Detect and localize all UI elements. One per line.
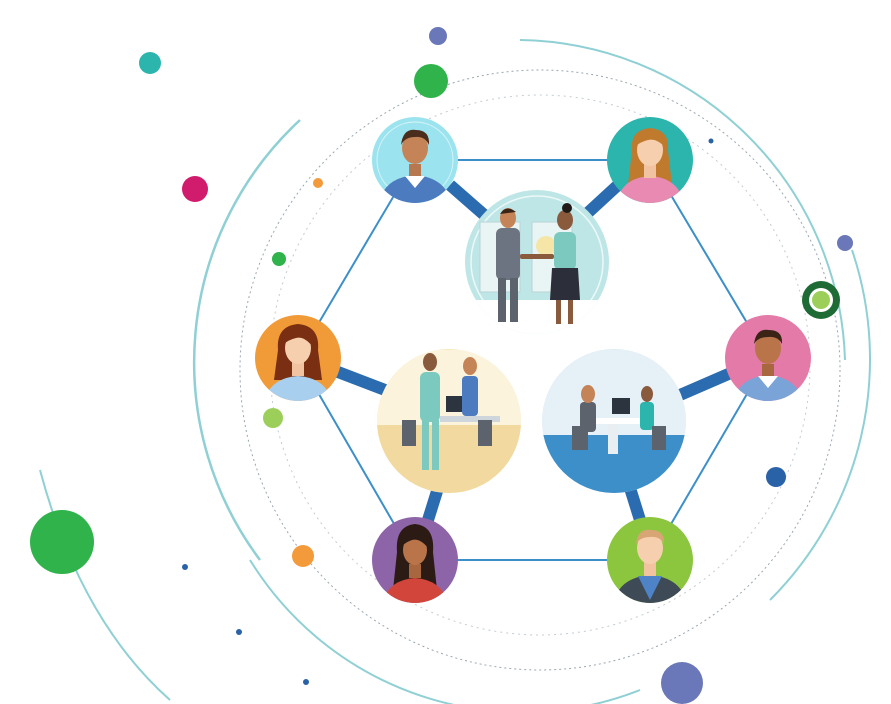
dot-teal — [139, 52, 161, 74]
desk-interview-scene-icon — [542, 350, 686, 493]
orbit-ring-left — [192, 119, 301, 561]
man-avatar-icon — [732, 329, 804, 401]
scene-desk-interview — [542, 349, 686, 493]
orbit-ring-far-left — [39, 469, 171, 701]
dot-indigo-bottom — [661, 662, 703, 704]
dot-orange — [292, 545, 314, 567]
dot-indigo-right — [837, 235, 853, 251]
woman-avatar-icon — [380, 524, 450, 603]
dot-green-top — [414, 64, 448, 98]
decorative-dots — [30, 27, 853, 704]
handshake-scene-icon — [470, 203, 609, 334]
orbit-ring-right — [769, 249, 871, 601]
dot-green-small — [272, 252, 286, 266]
dot-indigo-top — [429, 27, 447, 45]
dot-green-large — [30, 510, 94, 574]
dot-tiny-2 — [236, 629, 242, 635]
orbit-ring-dotted — [239, 69, 841, 671]
dot-tiny-4 — [708, 138, 714, 144]
avatar-man-right — [725, 315, 811, 401]
dot-magenta — [182, 176, 208, 202]
avatar-woman-bottom-left — [372, 517, 458, 603]
office-meeting-scene-icon — [377, 350, 521, 493]
dot-light-green — [263, 408, 283, 428]
dot-navy — [766, 467, 786, 487]
woman-avatar-icon — [262, 324, 334, 401]
dot-tiny-1 — [182, 564, 188, 570]
dot-orange-small — [313, 178, 323, 188]
dot-tiny-3 — [303, 679, 309, 685]
avatar-man-top-left — [372, 117, 458, 203]
avatar-man-bottom-right — [607, 517, 693, 603]
scene-office-meeting — [377, 349, 521, 493]
avatar-woman-top-right — [607, 117, 693, 203]
orbit-ring-bottom — [249, 559, 641, 704]
scene-handshake — [465, 190, 609, 334]
avatar-woman-left — [255, 315, 341, 401]
